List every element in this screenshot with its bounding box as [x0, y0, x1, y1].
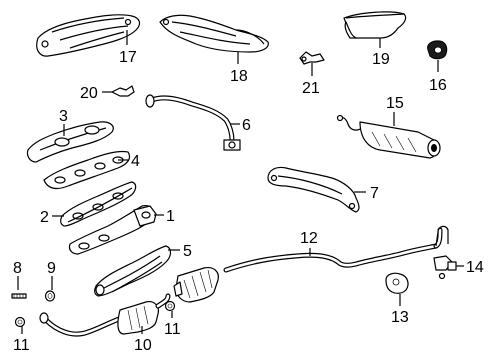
part-12-intermediate-pipe: [223, 227, 443, 273]
part-20-clip: [111, 85, 135, 97]
part-1-exhaust-manifold: [68, 205, 157, 255]
callout-13: 13: [391, 309, 409, 326]
part-19-pan-shield: [343, 11, 407, 39]
callout-17: 17: [119, 49, 137, 66]
callout-11-left: 11: [13, 337, 30, 354]
callout-15: 15: [386, 95, 404, 112]
callout-6: 6: [242, 117, 251, 134]
callout-18: 18: [230, 68, 248, 85]
part-5-exhaust-manifold: [94, 245, 172, 297]
callout-5: 5: [183, 243, 192, 260]
callout-7: 7: [370, 185, 379, 202]
callout-12: 12: [300, 230, 318, 247]
callout-10: 10: [134, 337, 152, 354]
callout-14: 14: [466, 259, 484, 276]
callout-4: 4: [131, 153, 140, 170]
catalytic-converter: [173, 267, 219, 303]
callout-19: 19: [372, 51, 390, 68]
part-11-nut-right: [164, 300, 176, 312]
part-10-converter-pipe: [39, 293, 171, 337]
part-6-front-pipe: [145, 94, 241, 151]
callout-21: 21: [302, 80, 320, 97]
part-7-heat-shield: [267, 166, 360, 213]
part-4-gasket: [43, 150, 131, 190]
part-16-grommet: [427, 40, 448, 60]
callout-8: 8: [13, 260, 22, 277]
callout-2: 2: [40, 209, 49, 226]
callout-3: 3: [59, 108, 68, 125]
part-21-clip: [299, 51, 325, 65]
part-9-nut: [44, 290, 56, 302]
callout-11-right: 11: [164, 321, 181, 338]
part-11-nut-left: [14, 316, 26, 328]
part-15-rear-muffler: [336, 114, 441, 159]
part-3-heat-shield: [26, 121, 114, 163]
callout-1: 1: [166, 208, 175, 225]
part-18-heat-shield: [159, 14, 269, 53]
part-8-stud: [11, 293, 27, 299]
part-17-heat-shield: [36, 14, 141, 57]
part-13-clamp: [385, 272, 409, 294]
part-2-heat-shield: [60, 181, 137, 227]
callout-20: 20: [80, 85, 98, 102]
leader-lines: [17, 30, 464, 334]
callout-9: 9: [47, 260, 56, 277]
callout-labels: 17 18 19 21 16 20 3 6 15 4 7 2 1 12 5 14…: [13, 49, 484, 354]
callout-16: 16: [429, 77, 447, 94]
part-14-hanger: [433, 225, 457, 280]
